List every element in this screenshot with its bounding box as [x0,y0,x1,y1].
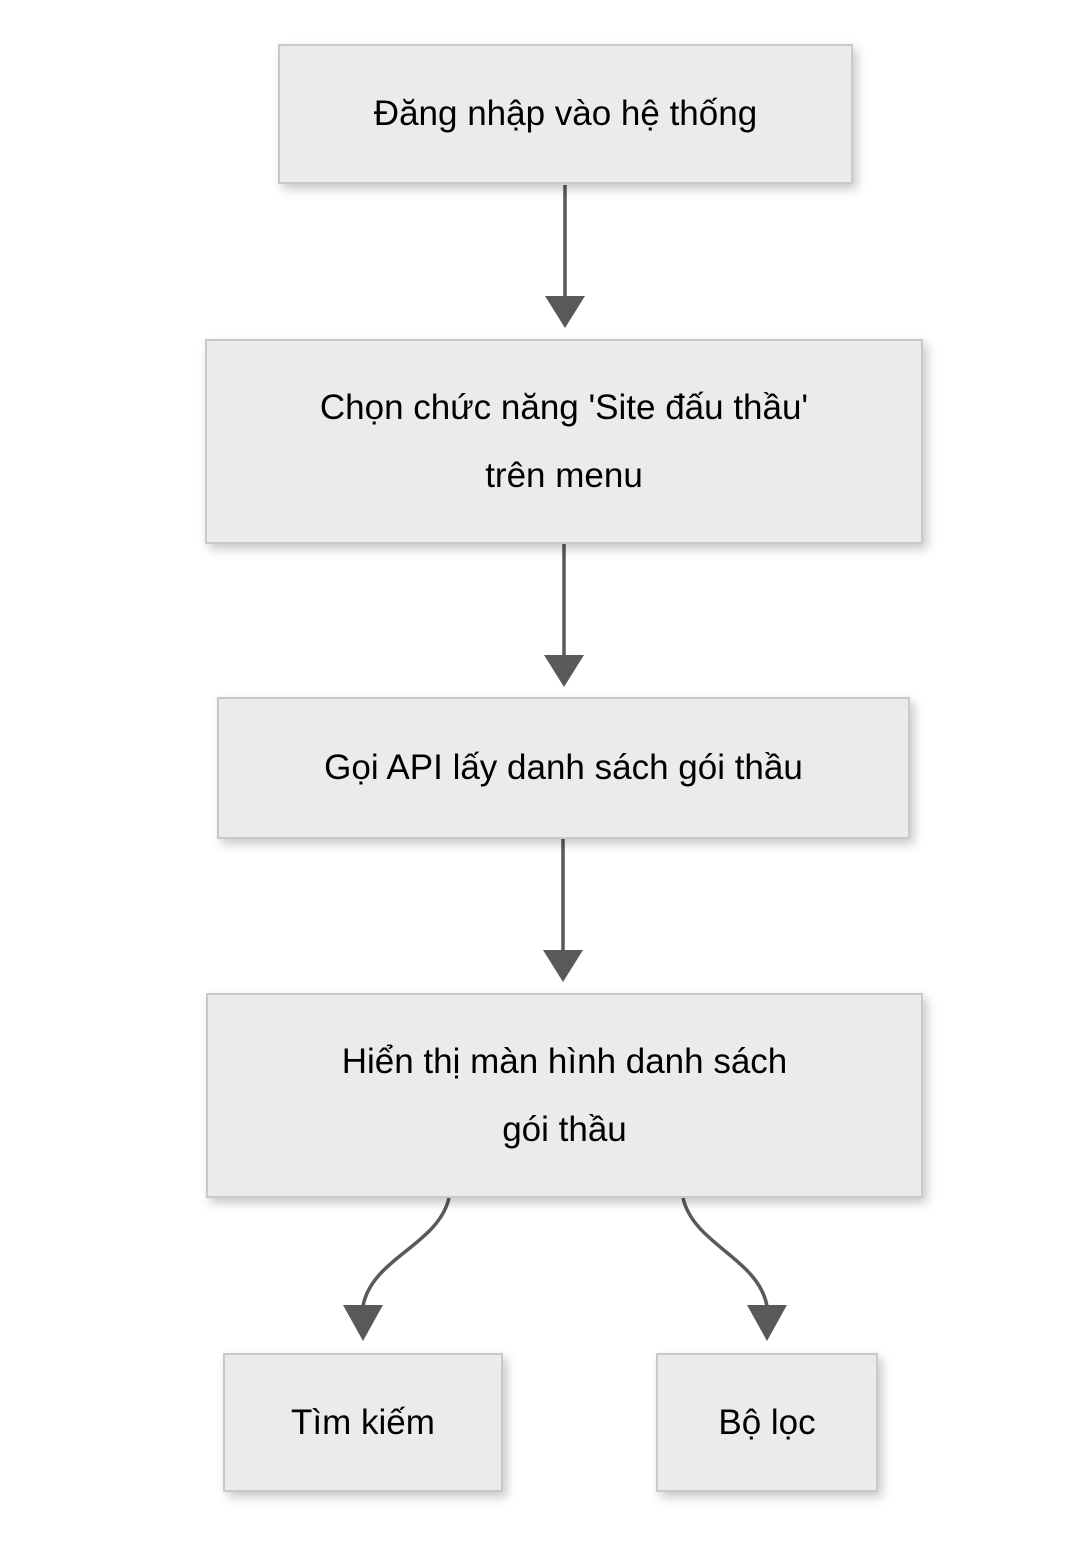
node-select-site-dau-thau-label-line2: trên menu [485,455,643,495]
node-display-list-label-line2: gói thầu [502,1109,627,1149]
edge-display-list-to-search [343,1197,451,1341]
node-search: Tìm kiếm [223,1353,503,1492]
node-filter: Bộ lọc [656,1353,878,1492]
node-display-list: Hiển thị màn hình danh sách gói thầu [206,993,923,1198]
node-login-label: Đăng nhập vào hệ thống [373,94,758,133]
arrowhead-down-icon [543,950,583,982]
node-call-api: Gọi API lấy danh sách gói thầu [217,697,910,839]
arrowhead-down-icon [747,1305,787,1341]
edge-select-menu-to-call-api [544,544,584,687]
node-select-site-dau-thau-label-line1: Chọn chức năng 'Site đấu thầu' [319,387,809,427]
arrowhead-down-icon [545,296,585,328]
node-call-api-label: Gọi API lấy danh sách gói thầu [324,748,803,787]
arrowhead-down-icon [343,1305,383,1341]
node-display-list-label-line1: Hiển thị màn hình danh sách [341,1041,788,1081]
node-select-site-dau-thau: Chọn chức năng 'Site đấu thầu' trên menu [205,339,923,544]
node-login: Đăng nhập vào hệ thống [278,44,853,184]
edge-call-api-to-display-list [543,839,583,982]
node-filter-label: Bộ lọc [718,1402,816,1442]
edge-login-to-select-menu [545,185,585,328]
arrowhead-down-icon [544,655,584,687]
node-search-label: Tìm kiếm [291,1402,435,1442]
edge-display-list-to-filter [681,1197,787,1341]
